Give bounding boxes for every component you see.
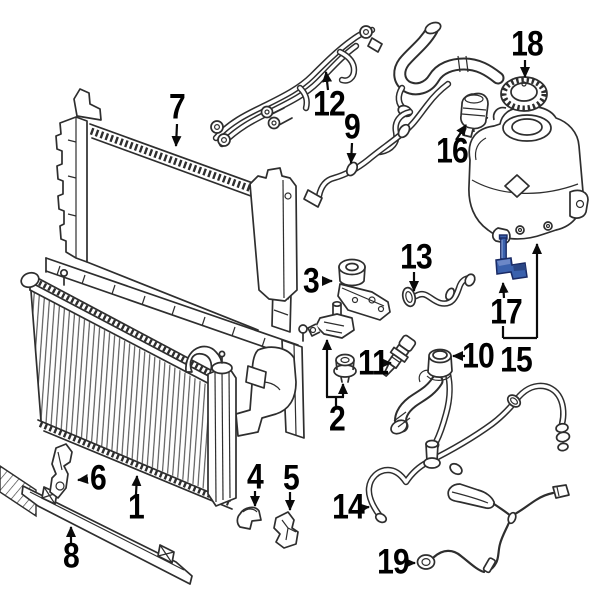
callout-17: 17 (490, 292, 523, 332)
lower-trim-strip-drawing (0, 465, 193, 585)
callout-11: 11 (357, 343, 389, 383)
callout-3: 3 (303, 261, 320, 301)
callout-1: 1 (128, 487, 145, 527)
callout-13: 13 (400, 237, 433, 277)
callout-18: 18 (511, 24, 544, 64)
level-sensor-highlighted-drawing (495, 234, 528, 280)
callout-5: 5 (283, 458, 300, 498)
callout-2: 2 (329, 399, 346, 439)
callout-6: 6 (90, 458, 107, 498)
mount-and-grommet-drawing (307, 300, 357, 383)
molded-strap (447, 483, 495, 510)
callout-7: 7 (169, 87, 186, 127)
hose-network-drawing (369, 386, 571, 574)
callout-14: 14 (332, 487, 365, 527)
reservoir-cap-drawing (500, 76, 548, 112)
coolant-reservoir-drawing (468, 105, 589, 244)
callout-8: 8 (63, 536, 80, 576)
radiator-core-drawing (20, 268, 237, 510)
coolant-hose-drawing (303, 21, 498, 208)
radiator-assembly-drawing (55, 88, 298, 331)
short-hose-drawing (401, 273, 476, 308)
callout-arrows (66, 60, 542, 568)
lower-clip-right-drawing (273, 511, 299, 549)
hose-end-14 (374, 512, 388, 524)
side-bracket-drawing (49, 443, 73, 499)
callout-15: 15 (500, 340, 533, 380)
overflow-hose-end (416, 554, 436, 570)
overflow-wire (432, 549, 486, 574)
callout-19: 19 (377, 542, 410, 582)
callout-4: 4 (247, 457, 264, 497)
callout-12: 12 (313, 84, 346, 124)
callout-9: 9 (344, 107, 361, 147)
callout-10: 10 (462, 336, 495, 376)
lower-clip-left-drawing (236, 506, 262, 530)
pipe-harness-drawing (210, 25, 383, 146)
callout-16: 16 (436, 131, 469, 171)
wire-connector (552, 484, 570, 499)
mounting-bracket-drawing (337, 258, 391, 321)
